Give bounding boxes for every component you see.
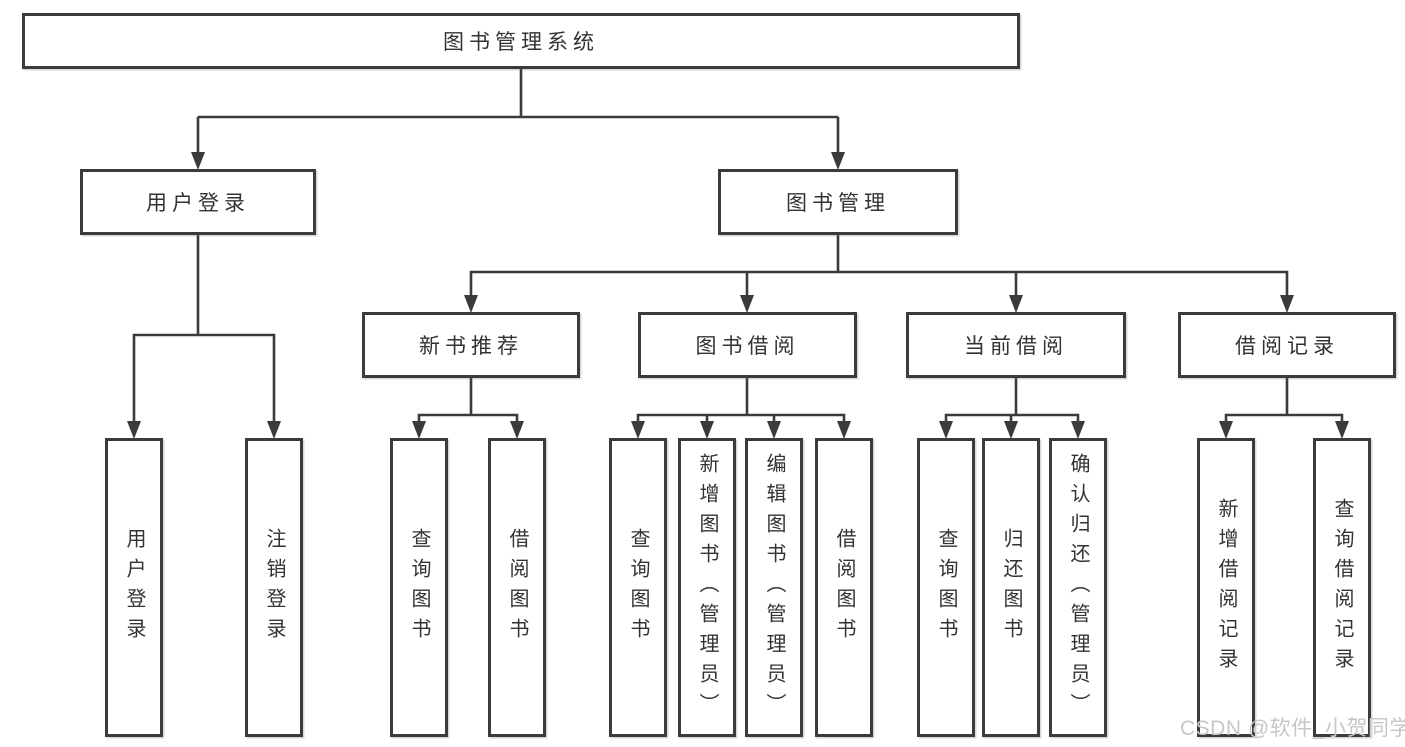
leaf-return-books: 归还图书 (982, 438, 1040, 737)
leaf-label: 确认归还（管理员） (1067, 452, 1089, 723)
leaf-logout: 注销登录 (245, 438, 303, 737)
leaf-edit-books-admin: 编辑图书（管理员） (745, 438, 803, 737)
csdn-watermark: CSDN @软件_小贺同学 (1180, 717, 1405, 740)
leaf-label: 查询图书 (408, 527, 430, 648)
leaf-label: 新增图书（管理员） (696, 452, 718, 723)
leaf-label: 用户登录 (123, 527, 145, 648)
node-current-borrow: 当前借阅 (906, 312, 1126, 378)
node-label: 图书管理 (786, 192, 890, 215)
node-label: 借阅记录 (1235, 335, 1339, 358)
leaf-query-books-borrow: 查询图书 (609, 438, 667, 737)
leaf-query-borrow-record: 查询借阅记录 (1313, 438, 1371, 737)
leaf-query-books-current: 查询图书 (917, 438, 975, 737)
node-user-login: 用户登录 (80, 169, 316, 235)
leaf-borrow-books: 借阅图书 (815, 438, 873, 737)
node-book-borrow: 图书借阅 (638, 312, 857, 378)
leaf-label: 新增借阅记录 (1215, 497, 1237, 678)
leaf-label: 借阅图书 (833, 527, 855, 648)
leaf-label: 注销登录 (263, 527, 285, 648)
leaf-label: 借阅图书 (506, 527, 528, 648)
leaf-add-borrow-record: 新增借阅记录 (1197, 438, 1255, 737)
node-label: 新书推荐 (419, 335, 523, 358)
node-library-management-system: 图书管理系统 (22, 13, 1020, 69)
leaf-label: 归还图书 (1000, 527, 1022, 648)
leaf-confirm-return-admin: 确认归还（管理员） (1049, 438, 1107, 737)
leaf-add-books-admin: 新增图书（管理员） (678, 438, 736, 737)
node-borrow-records: 借阅记录 (1178, 312, 1396, 378)
node-label: 图书借阅 (695, 335, 800, 358)
node-book-management: 图书管理 (718, 169, 958, 235)
node-label: 当前借阅 (964, 335, 1068, 358)
leaf-label: 查询图书 (935, 527, 957, 648)
leaf-borrow-books-newbooks: 借阅图书 (488, 438, 546, 737)
node-label: 用户登录 (146, 192, 250, 215)
node-new-book-recommend: 新书推荐 (362, 312, 580, 378)
leaf-query-books-newbooks: 查询图书 (390, 438, 448, 737)
leaf-user-login: 用户登录 (105, 438, 163, 737)
leaf-label: 编辑图书（管理员） (763, 452, 785, 723)
leaf-label: 查询图书 (627, 527, 649, 648)
node-label: 图书管理系统 (443, 31, 599, 54)
leaf-label: 查询借阅记录 (1331, 497, 1353, 678)
